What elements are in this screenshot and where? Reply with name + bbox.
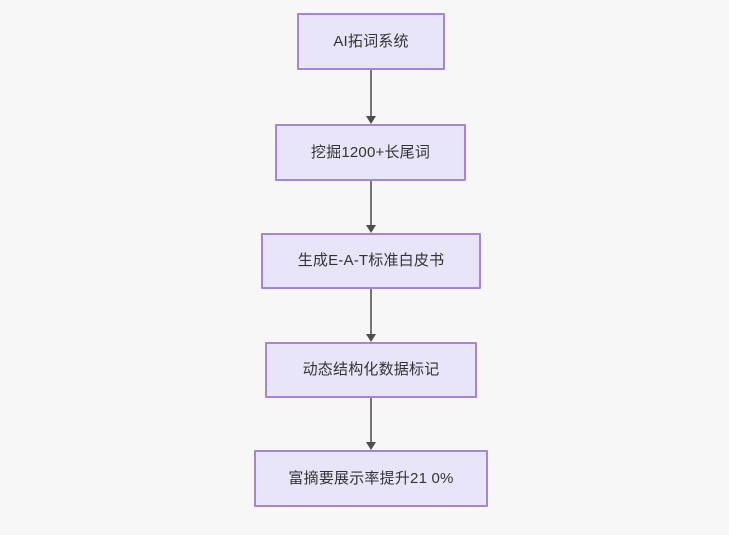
- edge-line: [370, 181, 372, 225]
- node-label: AI拓词系统: [333, 32, 409, 50]
- arrowhead-icon: [366, 334, 376, 342]
- node-label: 动态结构化数据标记: [302, 361, 440, 378]
- node-label: 生成E-A-T标准白皮书: [297, 252, 445, 269]
- node-generate-eat-whitepaper[interactable]: 生成E-A-T标准白皮书: [261, 233, 481, 289]
- edge-line: [370, 398, 372, 442]
- node-ai-keyword-system[interactable]: AI拓词系统: [297, 13, 445, 70]
- node-rich-snippet-impression-lift[interactable]: 富摘要展示率提升21 0%: [254, 450, 488, 507]
- node-dynamic-structured-data-markup[interactable]: 动态结构化数据标记: [265, 342, 477, 398]
- node-mine-longtail-keywords[interactable]: 挖掘1200+长尾词: [275, 124, 466, 181]
- node-label: 挖掘1200+长尾词: [310, 143, 431, 161]
- node-label: 富摘要展示率提升21 0%: [288, 469, 454, 487]
- arrowhead-icon: [366, 225, 376, 233]
- edge-line: [370, 70, 372, 116]
- arrowhead-icon: [366, 116, 376, 124]
- arrowhead-icon: [366, 442, 376, 450]
- edge-line: [370, 289, 372, 334]
